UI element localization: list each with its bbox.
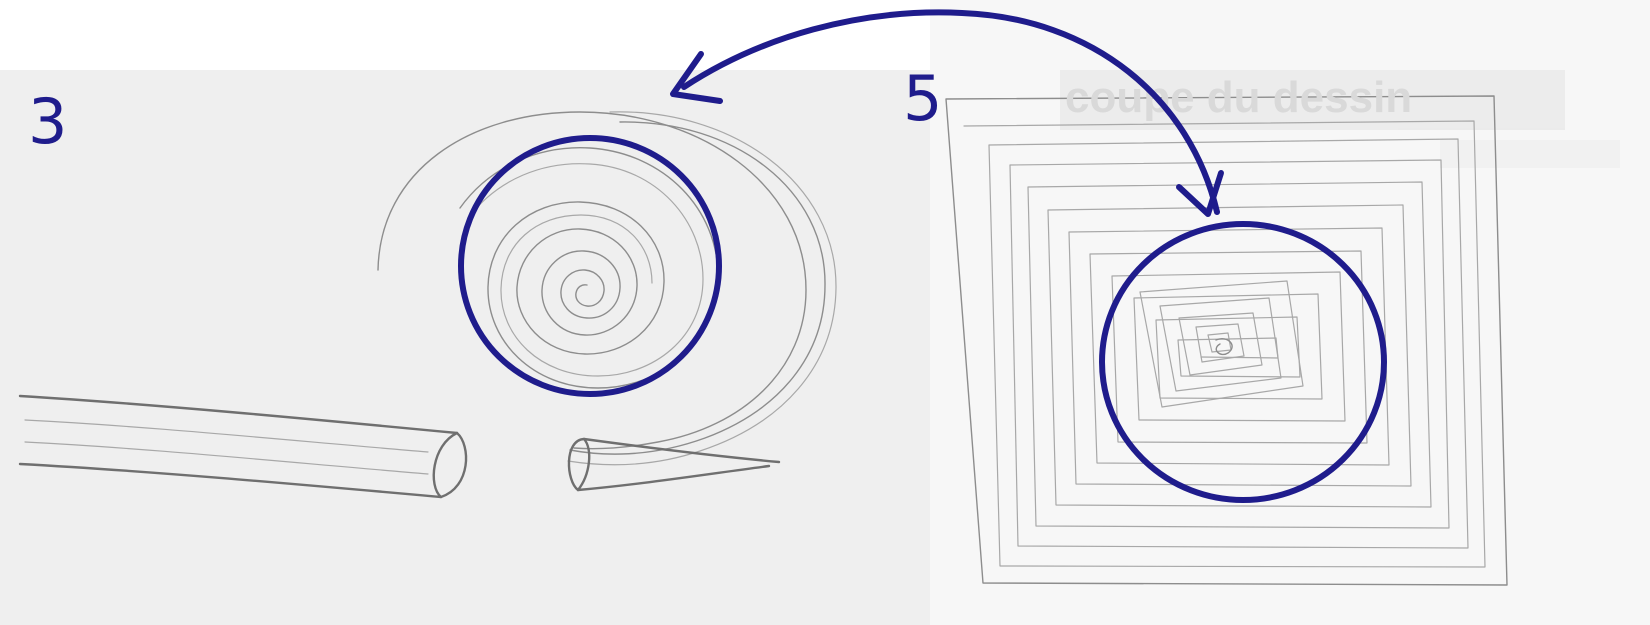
svg-text:coupe du dessin: coupe du dessin	[1065, 73, 1412, 122]
background-ghost-text: coupe du dessin	[1065, 73, 1412, 122]
left-number-label: 3	[28, 85, 67, 158]
right-number-label: 5	[903, 62, 942, 135]
paper-background-left	[0, 70, 930, 625]
